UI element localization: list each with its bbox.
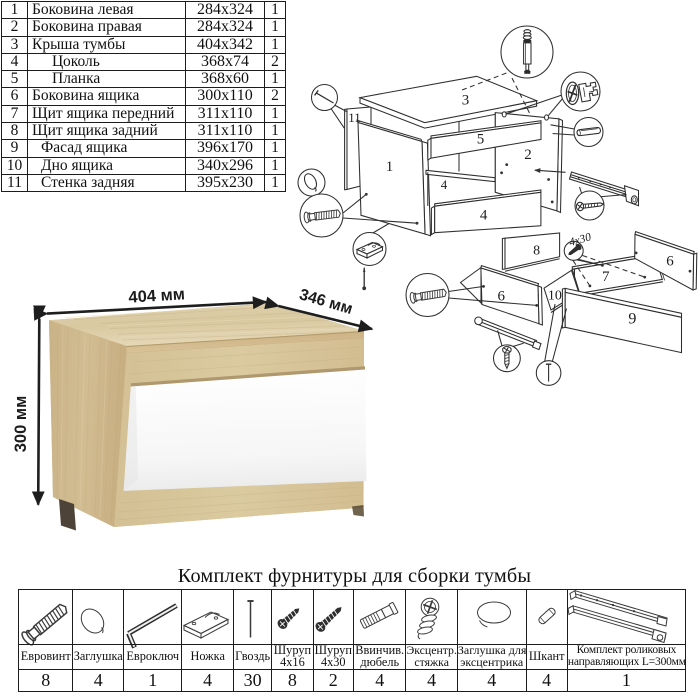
svg-text:6: 6	[497, 289, 505, 305]
svg-text:6: 6	[666, 254, 674, 270]
svg-text:3: 3	[462, 93, 470, 109]
svg-text:4: 4	[441, 177, 448, 192]
svg-text:404 мм: 404 мм	[128, 285, 186, 306]
svg-text:7: 7	[602, 269, 610, 285]
svg-text:4: 4	[480, 208, 488, 224]
svg-text:4х30: 4х30	[568, 231, 593, 249]
svg-text:9: 9	[628, 311, 636, 328]
svg-text:10: 10	[548, 289, 562, 304]
svg-text:5: 5	[477, 132, 485, 148]
svg-text:300 мм: 300 мм	[12, 396, 30, 453]
svg-text:1: 1	[386, 159, 394, 175]
svg-text:8: 8	[533, 244, 540, 259]
svg-text:11: 11	[348, 110, 361, 125]
svg-text:2: 2	[524, 147, 532, 163]
